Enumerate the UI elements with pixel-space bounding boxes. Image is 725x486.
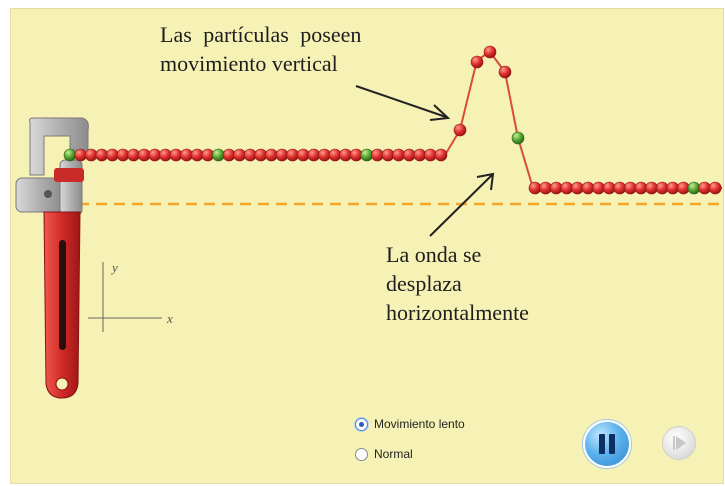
step-forward-icon [673,436,675,450]
radio-normal[interactable] [355,447,368,461]
wrench-upper-jaw [29,117,89,176]
caption-line: horizontalmente [386,300,529,325]
wrench-collar [54,168,84,182]
caption-line: Las partículas poseen [160,22,362,47]
particle [402,148,416,162]
marker-particle [511,131,525,145]
option-normal[interactable]: Normal [355,447,413,461]
step-forward-icon-arrow [676,436,686,450]
particle [148,148,162,162]
pipe-wrench [15,117,89,399]
particle [307,148,321,162]
particle [434,148,448,162]
caption-line: La onda se [386,242,482,267]
marker-particle [687,181,701,195]
particle [190,148,204,162]
option-slow-motion[interactable]: Movimiento lento [355,417,465,431]
marker-particle [212,148,225,162]
particle [95,148,109,162]
particle [666,181,680,195]
particle [560,181,574,195]
particle [127,148,140,162]
particle [339,148,352,162]
particle [106,148,119,162]
arrow-to-particles-head [429,104,451,121]
particle [159,148,172,162]
particle [222,148,236,162]
particle [254,148,268,162]
pause-button[interactable] [583,420,631,468]
particle [381,148,395,162]
pause-icon-bar [609,434,615,454]
particle [392,148,405,162]
particle [84,148,98,162]
annotation-arrows [355,85,495,237]
marker-particle [360,148,374,162]
caption-line: movimiento vertical [160,51,338,76]
particle [483,45,497,59]
particle [265,148,278,162]
arrow-to-wave-head [476,172,495,191]
particle [624,181,637,195]
particle [201,148,215,162]
particle [634,181,648,195]
particle [349,148,363,162]
particle [137,148,151,162]
step-forward-button[interactable] [662,426,696,460]
wrench-handle-hole [55,377,69,391]
particle [233,148,246,162]
particle [328,148,342,162]
particle [539,181,552,195]
particle [592,181,605,195]
option-normal-label: Normal [374,447,413,461]
particle [424,148,437,162]
wrench-nut [15,177,63,213]
particle [698,181,711,195]
particle [275,148,289,162]
caption-horizontal-wave: La onda se desplaza horizontalmente [386,240,529,327]
simulation-panel [10,8,724,484]
particle [318,148,331,162]
caption-line: desplaza [386,271,462,296]
particle [571,181,584,195]
particle [371,148,384,162]
coordinate-axes: y x [88,260,173,332]
arrow-to-particles [355,85,447,118]
particle [613,181,627,195]
particle [286,148,299,162]
particle [549,181,563,195]
radio-slow-motion[interactable] [355,417,368,431]
particle [655,181,669,195]
y-axis-label: y [110,260,118,275]
particle [645,181,658,195]
particle [74,148,87,162]
marker-particle [63,148,77,162]
particle [581,181,595,195]
particle [169,148,183,162]
particle [708,181,722,195]
x-axis-label: x [166,311,173,326]
pause-icon [599,434,605,454]
particle [413,148,427,162]
particle [677,181,690,195]
particle [116,148,130,162]
option-slow-motion-label: Movimiento lento [374,417,465,431]
caption-vertical-motion: Las partículas poseen movimiento vertica… [160,20,361,78]
particle-chain [63,45,722,195]
arrow-to-wave [429,174,493,237]
particle [453,123,467,137]
particle [296,148,310,162]
particle [602,181,616,195]
particle [528,181,542,195]
particle [470,55,484,69]
particle [180,148,193,162]
wrench-handle-groove [59,240,66,350]
wrench-nut-hole [44,190,52,198]
particle [243,148,257,162]
particle [498,65,512,79]
